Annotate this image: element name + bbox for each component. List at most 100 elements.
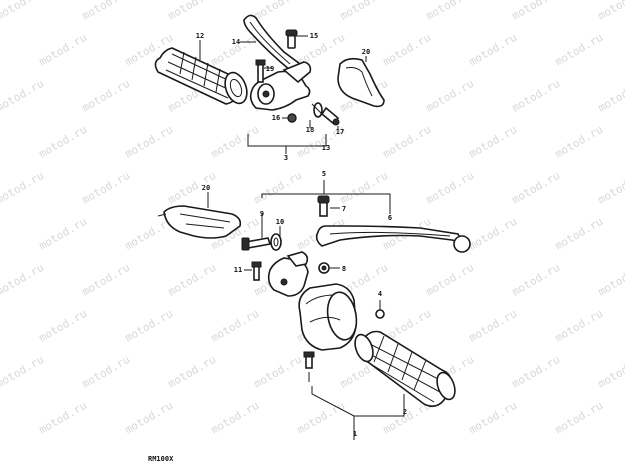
watermark-text: motod.ru (80, 169, 132, 207)
lever-cover-20-upper (337, 57, 385, 108)
callout-14: 14 (232, 38, 240, 46)
callout-8: 8 (342, 265, 346, 273)
callout-2: 2 (403, 408, 407, 416)
watermark-text: motod.ru (0, 261, 46, 299)
callout-18: 18 (306, 126, 314, 134)
watermark-text: motod.ru (166, 169, 218, 207)
lower-leader-lines (207, 180, 405, 440)
watermark-text: motod.ru (467, 215, 519, 253)
watermark-text: motod.ru (252, 169, 304, 207)
watermark-text: motod.ru (467, 399, 519, 437)
callout-3: 3 (284, 154, 288, 162)
callout-6: 6 (388, 214, 392, 222)
screw-4 (375, 300, 385, 319)
watermark-text: motod.ru (166, 0, 218, 23)
watermark-text: motod.ru (510, 353, 562, 391)
watermark-text: motod.ru (553, 31, 605, 69)
washer-10 (270, 233, 282, 251)
watermark-text: motod.ru (553, 123, 605, 161)
watermark-text: motod.ru (166, 353, 218, 391)
watermark-text: motod.ru (123, 307, 175, 345)
watermark-text: motod.ru (166, 261, 218, 299)
watermark-text: motod.ru (381, 31, 433, 69)
callout-20: 20 (362, 48, 370, 56)
watermark-text: motod.ru (0, 0, 46, 23)
bolt-17 (320, 106, 340, 126)
callout-4: 4 (378, 290, 382, 298)
lever-bracket-13 (249, 61, 312, 111)
watermark-text: motod.ru (596, 353, 625, 391)
watermark-text: motod.ru (37, 123, 89, 161)
watermark-text: motod.ru (80, 261, 132, 299)
watermark-text: motod.ru (209, 307, 261, 345)
watermark-text: motod.ru (510, 261, 562, 299)
pivot-bolt-15 (285, 29, 298, 49)
screw-11 (251, 261, 262, 281)
watermark-text: motod.ru (37, 215, 89, 253)
screw-lower (303, 351, 315, 382)
nut-8 (318, 262, 330, 274)
throttle-housing (298, 283, 358, 351)
callout-11: 11 (234, 266, 242, 274)
screw-16 (287, 113, 297, 123)
watermark-text: motod.ru (553, 215, 605, 253)
watermark-text: motod.ru (467, 31, 519, 69)
watermark-text: motod.ru (252, 0, 304, 23)
watermark-text: motod.ru (338, 169, 390, 207)
callout-1: 1 (353, 430, 357, 438)
watermark-text: motod.ru (510, 0, 562, 23)
brake-lever-6 (315, 225, 471, 253)
watermark-text: motod.ru (553, 399, 605, 437)
watermark-text: motod.ru (0, 169, 46, 207)
callout-19: 19 (266, 65, 274, 73)
watermark-text: motod.ru (424, 169, 476, 207)
watermark-text: motod.ru (80, 353, 132, 391)
pivot-bolt-7 (317, 195, 330, 217)
upper-leader-lines (199, 35, 367, 154)
watermark-text: motod.ru (596, 169, 625, 207)
watermark-text: motod.ru (252, 353, 304, 391)
watermark-text: motod.ru (467, 307, 519, 345)
callout-12: 12 (196, 32, 204, 40)
callout-20: 20 (202, 184, 210, 192)
watermark-text: motod.ru (467, 123, 519, 161)
watermark-text: motod.ru (80, 77, 132, 115)
callout-15: 15 (310, 32, 318, 40)
watermark-text: motod.ru (37, 399, 89, 437)
watermark-text: motod.ru (37, 31, 89, 69)
lever-cover-20-lower (157, 205, 242, 239)
watermark-text: motod.ru (123, 399, 175, 437)
watermark-text: motod.ru (510, 169, 562, 207)
callout-5: 5 (322, 170, 326, 178)
watermark-text: motod.ru (295, 399, 347, 437)
lever-bracket-lower (267, 251, 309, 297)
watermark-text: motod.ru (596, 0, 625, 23)
model-code: RM100X (148, 455, 174, 463)
washer-18 (311, 102, 325, 118)
watermark-text: motod.ru (338, 0, 390, 23)
watermark-layer: motod.ru motod.ru motod.ru motod.ru motod.ru… (0, 0, 625, 437)
left-grip-12 (154, 47, 248, 105)
watermark-text: motod.ru (424, 77, 476, 115)
callout-10: 10 (276, 218, 284, 226)
callout-7: 7 (342, 205, 346, 213)
watermark-text: motod.ru (123, 123, 175, 161)
watermark-text: motod.ru (80, 0, 132, 23)
callout-17: 17 (336, 128, 344, 136)
watermark-text: motod.ru (381, 123, 433, 161)
watermark-text: motod.ru (424, 0, 476, 23)
watermark-text: motod.ru (209, 123, 261, 161)
callout-13: 13 (322, 144, 330, 152)
watermark-text: motod.ru (0, 77, 46, 115)
watermark-text: motod.ru (209, 399, 261, 437)
watermark-text: motod.ru (510, 77, 562, 115)
watermark-text: motod.ru (37, 307, 89, 345)
watermark-text: motod.ru (596, 77, 625, 115)
watermark-text: motod.ru (553, 307, 605, 345)
watermark-text: motod.ru (596, 261, 625, 299)
throttle-grip-2 (354, 330, 456, 408)
screw-19 (255, 59, 266, 83)
bolt-9 (241, 237, 272, 251)
